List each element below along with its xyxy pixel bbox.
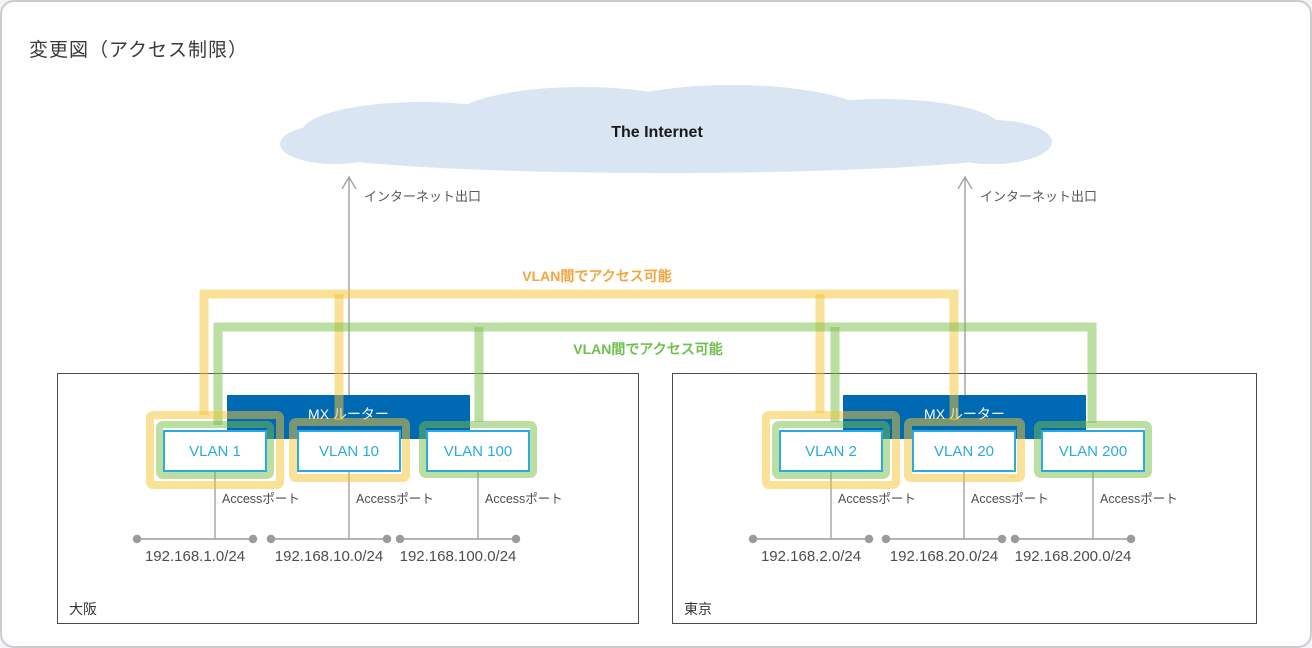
site-box-osaka bbox=[57, 373, 639, 624]
subnet-segments bbox=[132, 534, 1136, 544]
access-port-label: Accessポート bbox=[971, 492, 1049, 506]
internet-exit-label-osaka: インターネット出口 bbox=[364, 189, 482, 204]
vlan-box-vlan10: VLAN 10 bbox=[297, 430, 401, 472]
internet-exit-arrows bbox=[341, 175, 973, 395]
site-label-tokyo: 東京 bbox=[684, 601, 712, 617]
subnet-label: 192.168.10.0/24 bbox=[274, 548, 384, 565]
subnet-label: 192.168.1.0/24 bbox=[144, 548, 246, 565]
vlan-box-vlan1: VLAN 1 bbox=[163, 430, 267, 472]
highlight-ring-green-vlan200 bbox=[1034, 421, 1152, 478]
site-box-tokyo bbox=[672, 373, 1257, 624]
vlan-box-vlan20: VLAN 20 bbox=[912, 430, 1016, 472]
subnet-label: 192.168.2.0/24 bbox=[760, 548, 862, 565]
highlight-ring-yellow-vlan10 bbox=[289, 418, 410, 482]
highlight-ring-yellow-vlan2 bbox=[762, 411, 900, 489]
access-path-label-yellow: VLAN間でアクセス可能 bbox=[522, 268, 672, 284]
access-port-label: Accessポート bbox=[356, 492, 434, 506]
access-port-label: Accessポート bbox=[838, 492, 916, 506]
subnet-label: 192.168.200.0/24 bbox=[1014, 548, 1132, 565]
access-port-label: Accessポート bbox=[485, 492, 563, 506]
subnet-label: 192.168.20.0/24 bbox=[889, 548, 999, 565]
arrow-up-icon bbox=[341, 175, 357, 190]
vlan-box-vlan200: VLAN 200 bbox=[1041, 430, 1145, 472]
vlan-box-vlan2: VLAN 2 bbox=[779, 430, 883, 472]
internet-cloud-label: The Internet bbox=[611, 124, 703, 141]
vlan-box-vlan100: VLAN 100 bbox=[426, 430, 530, 472]
highlight-ring-yellow-vlan1 bbox=[146, 411, 284, 489]
highlight-ring-green-vlan100 bbox=[419, 421, 537, 478]
access-port-label: Accessポート bbox=[222, 492, 300, 506]
highlight-ring-yellow-vlan20 bbox=[904, 418, 1025, 482]
access-path-label-green: VLAN間でアクセス可能 bbox=[573, 341, 723, 357]
internet-cloud-icon bbox=[280, 85, 1052, 173]
subnet-label: 192.168.100.0/24 bbox=[399, 548, 517, 565]
arrow-up-icon bbox=[957, 175, 973, 190]
site-label-osaka: 大阪 bbox=[69, 601, 97, 617]
access-port-label: Accessポート bbox=[1100, 492, 1178, 506]
highlight-ring-green-vlan2 bbox=[772, 421, 890, 479]
highlight-ring-green-vlan1 bbox=[156, 421, 274, 479]
access-path-yellow bbox=[199, 289, 959, 420]
access-path-green bbox=[213, 322, 1097, 425]
page-title: 変更図（アクセス制限） bbox=[29, 40, 249, 61]
internet-exit-label-tokyo: インターネット出口 bbox=[980, 189, 1098, 204]
